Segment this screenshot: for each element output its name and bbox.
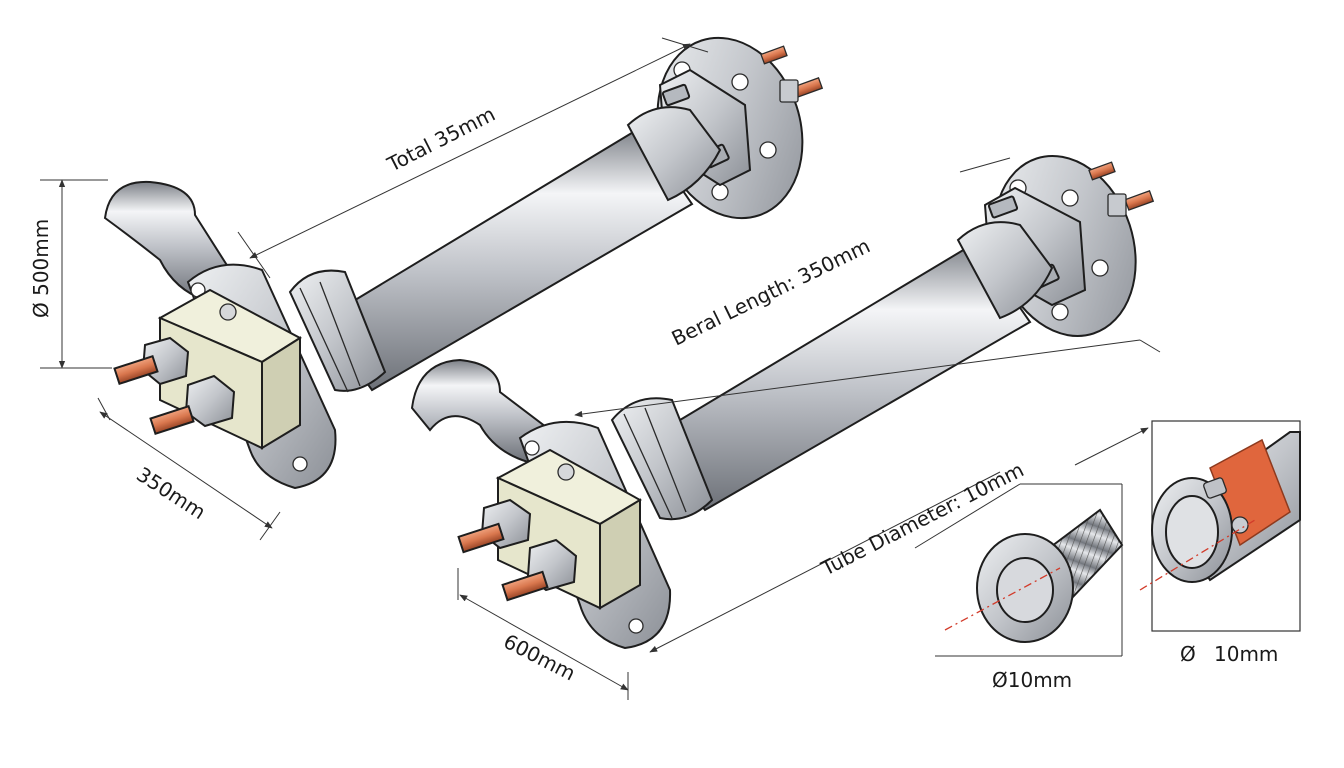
copper-threaded-stud-icon bbox=[760, 45, 824, 103]
copper-threaded-stud-icon bbox=[501, 570, 549, 602]
copper-threaded-stud-icon bbox=[113, 354, 159, 386]
label-base-width-left: 350mm bbox=[132, 462, 210, 524]
copper-threaded-stud-icon bbox=[149, 404, 195, 436]
copper-threaded-stud-icon bbox=[1088, 161, 1155, 217]
detail-threaded-end bbox=[914, 483, 1124, 657]
label-detail-thread-diameter: Ø10mm bbox=[992, 668, 1072, 692]
heater-right bbox=[410, 155, 1155, 650]
center-line bbox=[944, 567, 1061, 631]
bent-elbow-left bbox=[103, 180, 232, 302]
label-detail-bore-value: 10mm bbox=[1214, 642, 1278, 666]
label-base-width-right: 600mm bbox=[500, 629, 580, 685]
tube-right bbox=[648, 241, 1032, 512]
bent-elbow-right bbox=[410, 358, 552, 464]
detail-bored-end bbox=[1074, 420, 1301, 632]
center-line bbox=[1139, 519, 1256, 591]
copper-threaded-stud-icon bbox=[457, 522, 505, 554]
label-detail-bore-symbol: Ø bbox=[1180, 642, 1196, 666]
label-height-diameter: Ø 500mm bbox=[29, 219, 53, 318]
dimensions bbox=[40, 37, 1161, 700]
hex-nut-icon bbox=[987, 195, 1019, 219]
